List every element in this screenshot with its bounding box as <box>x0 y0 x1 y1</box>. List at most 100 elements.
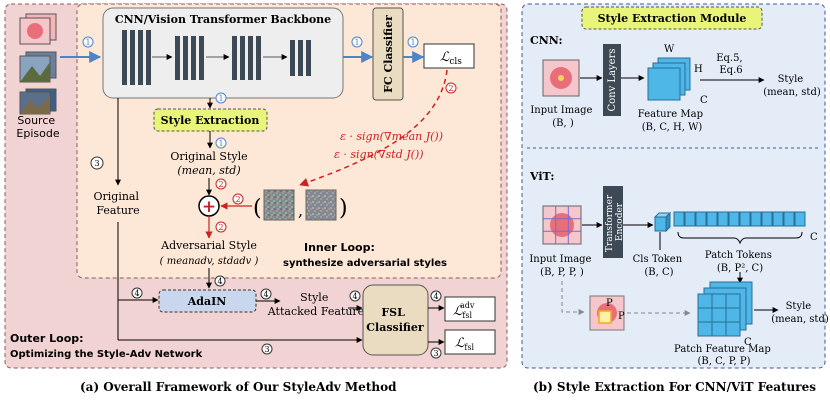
grad-std-formula: ε · sign(∇std J()) <box>334 148 424 161</box>
backbone-title: CNN/Vision Transformer Backbone <box>115 13 331 26</box>
patch-p-side: P <box>618 311 625 322</box>
patch-tokens-row <box>673 211 806 227</box>
loss-cls-label: ℒcls <box>440 50 462 67</box>
loss-cls-box <box>423 43 475 69</box>
step-num-4a: 4 <box>134 289 139 298</box>
step-num-3a: 3 <box>94 159 99 168</box>
step-badge-2a <box>215 178 227 190</box>
patch-tokens-brace <box>677 231 803 245</box>
step-num-2d: 2 <box>218 223 223 232</box>
patch-crop-image <box>589 295 625 331</box>
dim-c: C <box>700 95 708 106</box>
step-badge-1c <box>407 36 419 48</box>
noise-std-patch <box>305 189 337 221</box>
step-badge-3b <box>261 343 273 355</box>
step-num-4c: 4 <box>263 290 268 299</box>
loss-fsl-label: ℒfsl <box>455 336 474 352</box>
transformer-encoder-label: Transformer Encoder <box>605 192 625 252</box>
style-extraction-badge <box>153 108 268 132</box>
conv-layers-box <box>603 44 621 116</box>
feature-map-label: Feature Map (B, C, H, W) <box>638 109 706 133</box>
dim-h: H <box>694 64 703 75</box>
grad-mean-formula: ε · sign(∇mean J()) <box>340 130 443 143</box>
style-extraction-label: Style Extraction <box>161 114 260 127</box>
patch-tokens-label: Patch Tokens (B, P², C) <box>705 250 775 274</box>
step-badge-1a <box>82 36 94 48</box>
step-num-1d: 1 <box>218 94 223 103</box>
step-num-1c: 1 <box>410 38 415 47</box>
module-title-badge <box>581 6 763 30</box>
step-badge-4c <box>260 288 272 300</box>
caption-right: (b) Style Extraction For CNN/ViT Feature… <box>533 380 816 394</box>
module-title: Style Extraction Module <box>598 12 747 25</box>
step-badge-3c <box>430 347 442 359</box>
noise-comma: , <box>298 201 303 220</box>
cnn-label: CNN: <box>530 34 563 47</box>
vit-input-image <box>542 205 582 245</box>
paren-close: ) <box>339 196 348 221</box>
step-badge-2b <box>232 193 244 205</box>
step-num-4d: 4 <box>352 292 357 301</box>
cnn-style-output: Style (mean, std) <box>763 74 821 98</box>
step-num-2c: 2 <box>448 84 453 93</box>
fc-classifier-label: FC Classifier <box>382 15 395 93</box>
step-num-3b: 3 <box>264 345 269 354</box>
transformer-encoder-box <box>603 186 623 258</box>
loss-fsl-adv-box <box>444 296 496 322</box>
plus-sign: + <box>202 197 216 217</box>
patch-tokens-c: C <box>810 232 818 243</box>
step-num-4e: 4 <box>433 292 438 301</box>
original-style-math: (mean, std) <box>177 164 240 177</box>
gradient-dashed-arrow <box>299 69 448 187</box>
original-style-label: Original Style <box>170 150 247 163</box>
cls-token-label: Cls Token (B, C) <box>633 254 686 278</box>
loss-fsl-box <box>444 329 496 355</box>
adversarial-style-math: ( meanadv, stdadv ) <box>160 256 259 267</box>
step-badge-2d <box>215 221 227 233</box>
arrow-input-to-patch <box>561 281 585 315</box>
vit-style-output: Style (mean, std) <box>771 301 829 325</box>
step-num-3c: 3 <box>433 349 438 358</box>
loss-fsl-adv-label: ℒfsladv <box>453 301 475 320</box>
fsl-classifier-box <box>362 284 429 356</box>
conv-layers-label: Conv Layers <box>607 48 618 111</box>
fc-classifier-box <box>372 7 404 101</box>
eqs-label: Eq.5, Eq.6 <box>716 53 746 76</box>
step-num-1e: 1 <box>218 139 223 148</box>
step-badge-2c <box>445 82 457 94</box>
caption-left: (a) Overall Framework of Our StyleAdv Me… <box>80 380 397 394</box>
noise-mean-patch <box>263 189 295 221</box>
step-num-4b: 4 <box>217 277 222 286</box>
step-badge-4d <box>349 290 361 302</box>
step-num-1b: 1 <box>354 38 359 47</box>
patch-p-top: P <box>606 298 613 309</box>
vit-input-label: Input Image (B, P, P, ) <box>529 254 594 278</box>
step-badge-4b <box>214 275 226 287</box>
outer-loop-title: Outer Loop: <box>10 332 84 345</box>
style-attacked-feature-label: Style Attacked Feature <box>267 291 364 318</box>
source-episode-images <box>19 13 57 115</box>
paren-open: ( <box>253 196 262 221</box>
source-episode-label: Source Episode <box>16 114 59 140</box>
step-badge-4a <box>131 287 143 299</box>
step-badge-1e <box>215 137 227 149</box>
inner-loop-subtitle: synthesize adversarial styles <box>283 258 447 269</box>
step-num-2b: 2 <box>235 195 240 204</box>
outer-loop-subtitle: Optimizing the Style-Adv Network <box>10 349 203 360</box>
adversarial-style-label: Adversarial Style <box>160 239 257 252</box>
inner-loop-title: Inner Loop: <box>304 241 375 254</box>
original-feature-label: Original Feature <box>93 190 142 217</box>
dim-w: W <box>664 44 675 55</box>
step-badge-4e <box>430 290 442 302</box>
cls-token-cube <box>653 211 672 233</box>
cnn-input-flower-center <box>558 75 564 81</box>
step-num-1a: 1 <box>85 38 90 47</box>
vit-label: ViT: <box>529 170 554 183</box>
cnn-input-image <box>542 59 580 97</box>
step-badge-1b <box>351 36 363 48</box>
step-badge-3a <box>90 156 104 170</box>
patch-feature-map-cube <box>697 281 753 337</box>
feature-map-cube <box>647 57 691 101</box>
fsl-classifier-label: FSL Classifier <box>366 306 424 334</box>
